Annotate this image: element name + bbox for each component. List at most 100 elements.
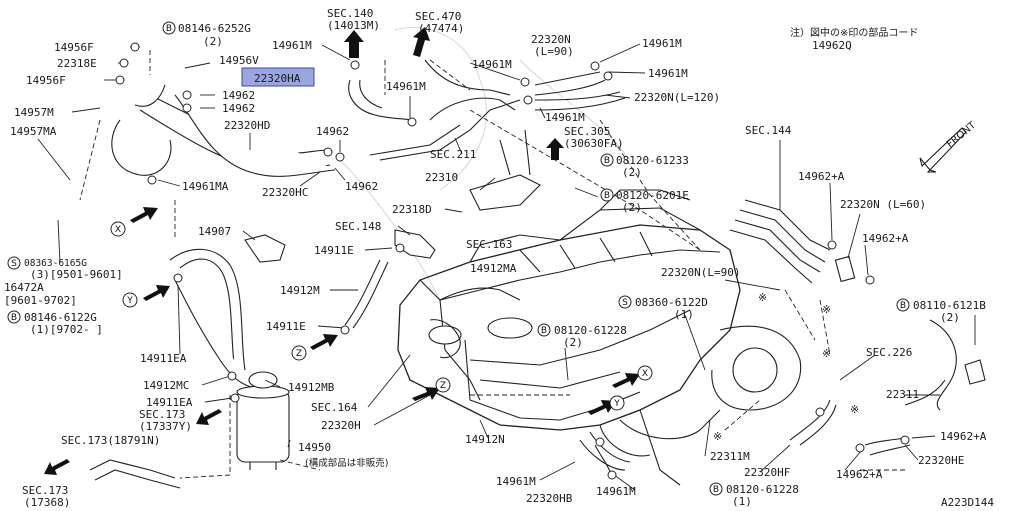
part-label[interactable]: 08146-6252G [178,22,251,35]
part-label[interactable]: 22320HF [744,466,790,479]
section-ref[interactable]: SEC.140 [327,7,373,20]
part-label[interactable]: 22311M [710,450,750,463]
part-label[interactable]: 22320N(L=90) [661,266,740,279]
part-label[interactable]: 14961M [642,37,682,50]
part-label[interactable]: 16472A [4,281,44,294]
part-label[interactable]: 22318D [392,203,432,216]
part-label[interactable]: 22320N(L=120) [634,91,720,104]
part-label[interactable]: 08146-6122G [24,311,97,324]
part-label[interactable]: 14961M [386,80,426,93]
connector-x-left: X [115,225,121,235]
part-label[interactable]: 22320HB [526,492,573,505]
section-ref[interactable]: SEC.173(18791N) [61,434,160,447]
part-label[interactable]: 08360-6122D [635,296,708,309]
part-label[interactable]: 14961M [472,58,512,71]
part-label[interactable]: 14912N [465,433,505,446]
part-label[interactable]: 14962+A [798,170,845,183]
connector-z-right: Z [440,381,446,391]
part-label[interactable]: 14950 [298,441,331,454]
part-label[interactable]: 14907 [198,225,231,238]
section-ref[interactable]: SEC.226 [866,346,912,359]
section-arrows [44,27,640,475]
part-qty: (2) [203,35,223,48]
section-ref[interactable]: SEC.144 [745,124,792,137]
part-label[interactable]: 08120-61228 [726,483,799,496]
part-label[interactable]: 14956F [26,74,66,87]
part-label[interactable]: 14911E [314,244,354,257]
dashed-leaders [79,50,905,479]
section-ref[interactable]: SEC.148 [335,220,381,233]
part-label[interactable]: 14912M [280,284,320,297]
part-qty: (2) [940,311,960,324]
part-label[interactable]: 14962 [222,102,255,115]
part-label[interactable]: 14956F [54,41,94,54]
front-direction-indicator: FRONT [919,119,979,173]
part-label[interactable]: 14961MA [182,180,229,193]
asterisk-mark: ※ [850,403,859,416]
section-ref[interactable]: SEC.163 [466,238,512,251]
arrow-sec305-icon [546,138,564,160]
connector-z-left: Z [296,349,302,359]
part-qty: (2) [563,336,583,349]
part-label[interactable]: 14961M [496,475,536,488]
part-label[interactable]: 14962+A [836,468,883,481]
part-label[interactable]: 14957M [14,106,54,119]
section-ref-code: (14013M) [327,19,380,32]
part-label-22320ha[interactable]: 22320HA [254,72,301,85]
section-ref[interactable]: SEC.305 [564,125,610,138]
part-label[interactable]: 14962 [345,180,378,193]
highlighted-part-box [241,67,315,87]
footnote-line2: 14962Q [812,39,852,52]
part-label[interactable]: 14961M [545,111,585,124]
part-qty: (1)[9702- ] [30,323,103,336]
footnote-line1: 注）図中の※印の部品コード [790,26,918,39]
part-qty: (L=90) [534,45,574,58]
part-qty: (1) [674,308,694,321]
part-label[interactable]: 22320HC [262,186,308,199]
part-label[interactable]: 08120-61233 [616,154,689,167]
part-qty: (2) [622,166,642,179]
part-qty: (2) [622,201,642,214]
part-label[interactable]: 22311 [886,388,919,401]
asterisk-mark: ※ [758,291,767,304]
part-label[interactable]: 22318E [57,57,97,70]
bolt-symbol: B [713,485,719,495]
section-ref[interactable]: SEC.164 [311,401,358,414]
part-label[interactable]: 14911E [266,320,306,333]
part-label[interactable]: 14912MB [288,381,335,394]
arrow-z1-icon [310,334,338,350]
part-note: (構成部品は非販売) [305,457,388,469]
section-ref[interactable]: SEC.173 [22,484,68,497]
part-label[interactable]: 08110-6121B [913,299,986,312]
bolt-symbol: B [604,156,610,166]
part-label[interactable]: 22310 [425,171,458,184]
part-label[interactable]: 14962 [222,89,255,102]
part-label[interactable]: 22320HE [918,454,964,467]
part-label[interactable]: 14911EA [146,396,193,409]
section-ref[interactable]: SEC.470 [415,10,461,23]
part-label[interactable]: 22320N [531,33,571,46]
part-label[interactable]: 14962+A [940,430,987,443]
section-ref[interactable]: SEC.211 [430,148,476,161]
part-label[interactable]: 14957MA [10,125,57,138]
screw-symbol: S [622,298,628,308]
section-ref-code: (17368) [24,496,70,509]
part-label[interactable]: 08120-6201E [616,189,689,202]
part-label[interactable]: 14956V [219,54,259,67]
part-label[interactable]: 14961M [596,485,636,498]
connector-x-right: X [642,369,648,379]
part-label[interactable]: 14961M [648,67,688,80]
part-label[interactable]: 14961M [272,39,312,52]
part-label[interactable]: 14912MC [143,379,189,392]
asterisk-mark: ※ [822,303,831,316]
section-ref[interactable]: SEC.173 [139,408,185,421]
part-label[interactable]: 14911EA [140,352,187,365]
part-label[interactable]: 22320HD [224,119,270,132]
part-label[interactable]: 14912MA [470,262,517,275]
part-label[interactable]: 08120-61228 [554,324,627,337]
part-label[interactable]: 22320H [321,419,361,432]
part-label[interactable]: 08363-6165G [24,258,87,269]
part-label[interactable]: 14962+A [862,232,909,245]
part-label[interactable]: 14962 [316,125,349,138]
part-label[interactable]: 22320N (L=60) [840,198,926,211]
